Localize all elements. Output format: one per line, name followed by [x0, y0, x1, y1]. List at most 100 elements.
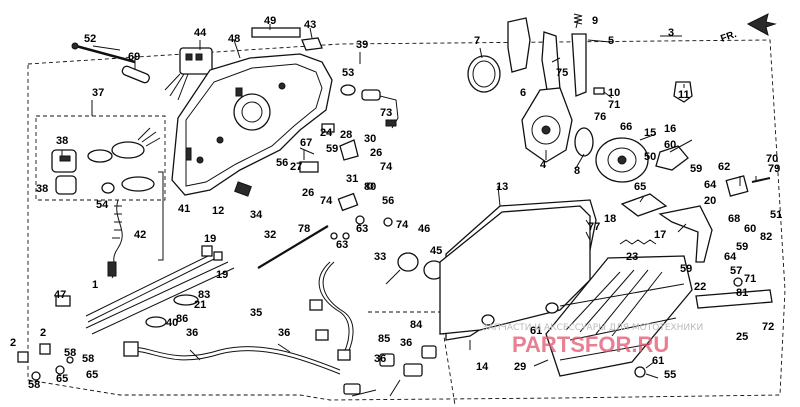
bracket-50 [655, 145, 689, 171]
callout-62: 62 [718, 161, 730, 173]
callout-86: 86 [176, 313, 188, 325]
callout-72: 72 [762, 321, 774, 333]
grille-panel-29 [545, 255, 693, 377]
callout-56: 56 [382, 195, 394, 207]
callout-46: 46 [418, 223, 430, 235]
callout-61: 61 [652, 355, 664, 367]
ring-7 [467, 55, 501, 93]
callout-63: 63 [336, 239, 348, 251]
callout-53: 53 [342, 67, 354, 79]
callout-85: 85 [378, 333, 390, 345]
callout-26: 26 [302, 187, 314, 199]
callout-37: 37 [92, 87, 104, 99]
plate-49 [251, 27, 301, 38]
block-62 [725, 175, 749, 197]
callout-74: 74 [380, 161, 393, 173]
callout-27: 27 [290, 161, 302, 173]
callout-48: 48 [228, 33, 240, 45]
callout-65: 65 [56, 373, 68, 385]
callout-58: 58 [64, 347, 76, 359]
callout-17: 17 [654, 229, 666, 241]
callout-10: 10 [608, 87, 620, 99]
callout-5: 5 [608, 35, 614, 47]
direction-label: FR. [719, 29, 738, 45]
callout-81: 81 [736, 287, 748, 299]
callout-21: 21 [194, 299, 206, 311]
watermark-logo: PARTSFOR.RU [512, 332, 669, 357]
callout-31: 31 [346, 173, 358, 185]
callout-11: 11 [678, 89, 690, 101]
clip-43 [301, 37, 323, 51]
washer-81 [733, 277, 743, 287]
cable-39 [340, 84, 399, 129]
callout-64: 64 [704, 179, 717, 191]
wiring-harness [309, 261, 354, 361]
callout-60: 60 [744, 223, 756, 235]
cable-35 [123, 341, 341, 375]
callout-45: 45 [430, 245, 442, 257]
clip-19 [201, 245, 213, 257]
callout-71: 71 [608, 99, 620, 111]
clip-21 [213, 251, 223, 261]
callout-43: 43 [304, 19, 316, 31]
callout-44: 44 [194, 27, 207, 39]
callout-36: 36 [278, 327, 290, 339]
stop-switch-wire-42 [101, 176, 155, 279]
callout-49: 49 [264, 15, 276, 27]
callout-78: 78 [298, 223, 310, 235]
switch-45 [385, 252, 445, 285]
callout-26: 26 [370, 147, 382, 159]
connectors-84 [343, 345, 437, 397]
callout-7: 7 [474, 35, 480, 47]
callout-76: 76 [594, 111, 606, 123]
callout-42: 42 [134, 229, 146, 241]
callout-75: 75 [556, 67, 568, 79]
control-box-housing-12 [171, 53, 333, 196]
callout-64: 64 [724, 251, 737, 263]
callout-73: 73 [380, 107, 392, 119]
callout-65: 65 [86, 369, 98, 381]
plate-34 [234, 181, 252, 197]
key-switch-37 [51, 127, 161, 195]
pin-10 [593, 87, 605, 95]
callout-74: 74 [396, 219, 409, 231]
callout-80: 80 [364, 181, 376, 193]
callout-50: 50 [644, 151, 656, 163]
bolts-bottom-left [17, 343, 74, 381]
gear-8 [574, 127, 594, 157]
callout-52: 52 [84, 33, 96, 45]
callout-14: 14 [476, 361, 489, 373]
callout-66: 66 [620, 121, 632, 133]
remote-cable-set [55, 253, 235, 335]
callout-56: 56 [276, 157, 288, 169]
front-direction-arrow: FR. [719, 13, 777, 45]
callout-9: 9 [592, 15, 598, 27]
callout-16: 16 [664, 123, 676, 135]
watermark-text: ЗАПЧАСТИ И АКСЕССУАРЫ ДЛЯ МОТОТЕХНИКИ [482, 323, 703, 333]
callout-6: 6 [520, 87, 526, 99]
callout-79: 79 [768, 163, 780, 175]
callout-1: 1 [92, 279, 98, 291]
callout-57: 57 [730, 265, 742, 277]
callout-54: 54 [96, 199, 109, 211]
bolt-52 [71, 42, 136, 64]
callout-36: 36 [374, 353, 386, 365]
assembly-boundary [27, 39, 786, 401]
callout-60: 60 [664, 139, 676, 151]
callout-3: 3 [668, 27, 674, 39]
callout-39: 39 [356, 39, 368, 51]
callout-67: 67 [300, 137, 312, 149]
bar-25 [695, 289, 773, 309]
callout-38: 38 [56, 135, 68, 147]
callout-30: 30 [364, 133, 376, 145]
callout-59: 59 [736, 241, 748, 253]
rod-32 [257, 225, 329, 269]
arm-5 [571, 33, 587, 97]
callout-33: 33 [374, 251, 386, 263]
callout-74: 74 [320, 195, 333, 207]
switch-44 [164, 47, 213, 101]
callout-59: 59 [680, 263, 692, 275]
callout-59: 59 [690, 163, 702, 175]
